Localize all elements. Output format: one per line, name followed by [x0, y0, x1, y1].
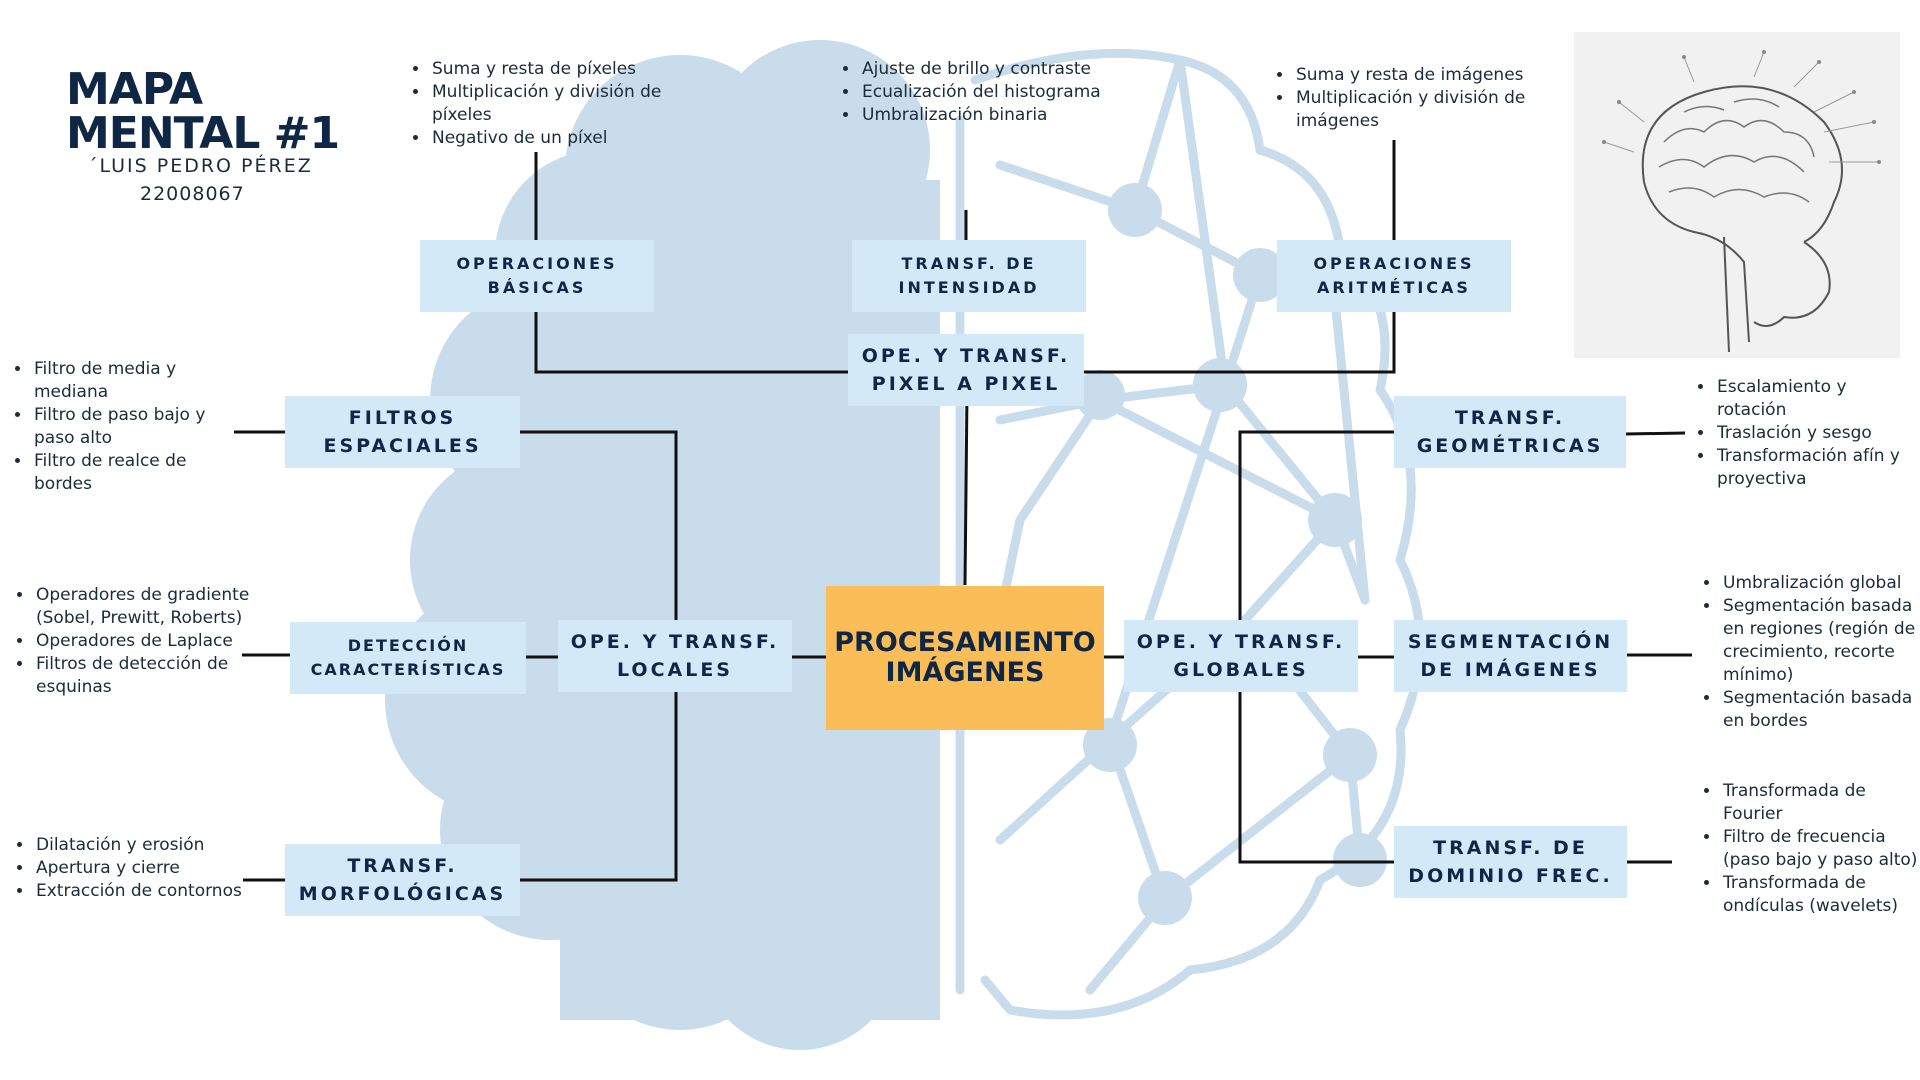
list-item: Transformada de Fourier [1721, 780, 1920, 826]
node-basic-line-1: OPERACIONES [456, 254, 618, 273]
node-features-line-2: CARACTERÍSTICAS [310, 660, 506, 679]
notes-dominio-frecuencia: Transformada de Fourier Filtro de frecue… [1703, 780, 1920, 918]
center-node-line-1: PROCESAMIENTO [834, 627, 1096, 658]
list-item: Multiplicación y división de píxeles [430, 81, 690, 127]
title-line-1: MAPA [66, 64, 203, 115]
page-title: MAPA MENTAL #1 [66, 64, 340, 159]
notes-filtros-espaciales: Filtro de media y mediana Filtro de paso… [14, 358, 232, 496]
list-item: Filtro de realce de bordes [32, 450, 232, 496]
node-operaciones-aritmeticas: OPERACIONES ARITMÉTICAS [1277, 240, 1511, 312]
list-item: Operadores de Laplace [34, 630, 259, 653]
list-item: Suma y resta de imágenes [1294, 64, 1564, 87]
notes-deteccion-caracteristicas: Operadores de gradiente (Sobel, Prewitt,… [16, 584, 259, 699]
notes-transf-geometricas: Escalamiento y rotación Traslación y ses… [1697, 376, 1920, 491]
node-segmentation-line-1: SEGMENTACIÓN [1407, 631, 1614, 653]
node-local-line-2: LOCALES [616, 659, 733, 681]
node-transf-morfologicas: TRANSF. MORFOLÓGICAS [285, 844, 520, 916]
node-ope-transf-globales: OPE. Y TRANSF. GLOBALES [1124, 620, 1358, 692]
anatomical-brain-head-illustration-icon [1602, 50, 1881, 353]
list-item: Suma y resta de píxeles [430, 58, 690, 81]
node-transf-dominio-frecuencia: TRANSF. DE DOMINIO FREC. [1394, 826, 1627, 898]
node-segmentacion-imagenes: SEGMENTACIÓN DE IMÁGENES [1394, 620, 1627, 692]
node-spatial-line-1: FILTROS [348, 407, 457, 429]
node-filtros-espaciales: FILTROS ESPACIALES [285, 396, 520, 468]
list-item: Extracción de contornos [34, 880, 259, 903]
brain-anatomy-image [1574, 32, 1900, 358]
list-item: Ecualización del histograma [860, 81, 1140, 104]
list-item: Escalamiento y rotación [1715, 376, 1920, 422]
notes-transf-intensidad: Ajuste de brillo y contraste Ecualizació… [842, 58, 1140, 127]
node-arith-line-1: OPERACIONES [1313, 254, 1475, 273]
author-name: ´LUIS PEDRO PÉREZ [88, 155, 313, 177]
list-item: Dilatación y erosión [34, 834, 259, 857]
list-item: Negativo de un píxel [430, 127, 690, 150]
center-node-line-2: IMÁGENES [885, 657, 1045, 688]
list-item: Ajuste de brillo y contraste [860, 58, 1140, 81]
list-item: Filtro de paso bajo y paso alto [32, 404, 232, 450]
notes-transf-morfologicas: Dilatación y erosión Apertura y cierre E… [16, 834, 259, 903]
node-intensity-line-2: INTENSIDAD [898, 278, 1040, 297]
list-item: Multiplicación y división de imágenes [1294, 87, 1564, 133]
list-item: Segmentación basada en regiones (región … [1721, 595, 1920, 687]
center-node-procesamiento-imagenes: PROCESAMIENTO IMÁGENES [826, 586, 1104, 730]
node-pixel-line-2: PIXEL A PIXEL [871, 373, 1061, 395]
list-item: Filtro de media y mediana [32, 358, 232, 404]
node-geometric-line-2: GEOMÉTRICAS [1416, 435, 1604, 457]
author-id: 22008067 [140, 183, 245, 205]
list-item: Umbralización binaria [860, 104, 1140, 127]
node-local-line-1: OPE. Y TRANSF. [570, 631, 780, 653]
node-pixel-line-1: OPE. Y TRANSF. [861, 345, 1071, 367]
notes-operaciones-basicas: Suma y resta de píxeles Multiplicación y… [412, 58, 690, 150]
node-ope-transf-pixel: OPE. Y TRANSF. PIXEL A PIXEL [848, 334, 1084, 406]
node-ope-transf-locales: OPE. Y TRANSF. LOCALES [558, 620, 792, 692]
node-global-line-1: OPE. Y TRANSF. [1136, 631, 1346, 653]
node-basic-line-2: BÁSICAS [487, 278, 587, 297]
notes-operaciones-aritmeticas: Suma y resta de imágenes Multiplicación … [1276, 64, 1564, 133]
node-operaciones-basicas: OPERACIONES BÁSICAS [420, 240, 654, 312]
node-arith-line-2: ARITMÉTICAS [1317, 278, 1471, 297]
list-item: Apertura y cierre [34, 857, 259, 880]
node-features-line-1: DETECCIÓN [347, 636, 469, 655]
node-transf-geometricas: TRANSF. GEOMÉTRICAS [1394, 396, 1626, 468]
list-item: Operadores de gradiente (Sobel, Prewitt,… [34, 584, 259, 630]
node-frequency-line-2: DOMINIO FREC. [1408, 865, 1613, 887]
node-morph-line-1: TRANSF. [347, 855, 458, 877]
list-item: Transformada de ondículas (wavelets) [1721, 872, 1920, 918]
network-nodes [1075, 183, 1387, 925]
title-line-2: MENTAL #1 [66, 108, 340, 159]
node-global-line-2: GLOBALES [1173, 659, 1309, 681]
notes-segmentacion: Umbralización global Segmentación basada… [1703, 572, 1920, 733]
list-item: Umbralización global [1721, 572, 1920, 595]
node-frequency-line-1: TRANSF. DE [1433, 837, 1588, 859]
list-item: Filtros de detección de esquinas [34, 653, 259, 699]
node-segmentation-line-2: DE IMÁGENES [1420, 659, 1601, 681]
list-item: Filtro de frecuencia (paso bajo y paso a… [1721, 826, 1920, 872]
list-item: Traslación y sesgo [1715, 422, 1920, 445]
node-transf-intensidad: TRANSF. DE INTENSIDAD [852, 240, 1086, 312]
node-intensity-line-1: TRANSF. DE [901, 254, 1037, 273]
node-deteccion-caracteristicas: DETECCIÓN CARACTERÍSTICAS [290, 622, 526, 694]
node-spatial-line-2: ESPACIALES [323, 435, 482, 457]
node-geometric-line-1: TRANSF. [1454, 407, 1566, 429]
list-item: Segmentación basada en bordes [1721, 687, 1920, 733]
list-item: Transformación afín y proyectiva [1715, 445, 1920, 491]
node-morph-line-2: MORFOLÓGICAS [298, 883, 507, 905]
